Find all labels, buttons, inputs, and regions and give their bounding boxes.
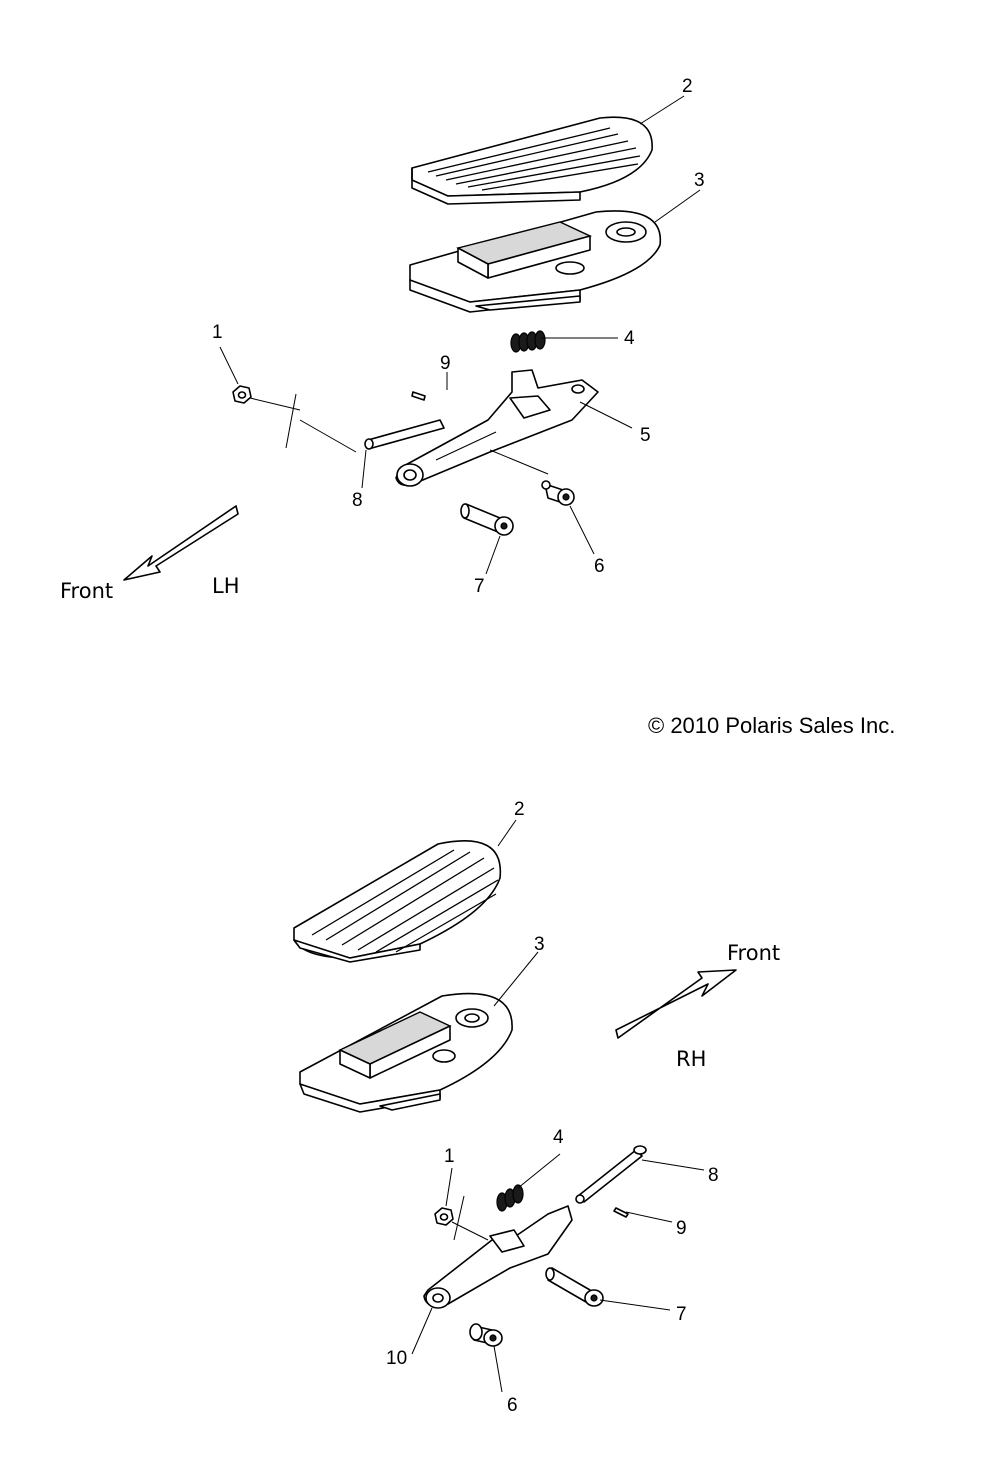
lh-front-label: Front xyxy=(60,579,113,603)
lh-callout-1: 1 xyxy=(212,322,223,343)
lh-pin xyxy=(364,419,445,450)
lh-callout-7: 7 xyxy=(474,576,485,597)
rh-callout-8: 8 xyxy=(708,1165,719,1186)
rh-callout-10: 10 xyxy=(386,1348,407,1369)
lh-front-arrow-icon xyxy=(123,505,239,581)
copyright-text: © 2010 Polaris Sales Inc. xyxy=(648,713,895,738)
lh-spring xyxy=(510,330,546,353)
rh-view: 1 2 3 4 6 7 8 9 10 Front RH xyxy=(293,799,780,1416)
rh-cotter-pin xyxy=(613,1207,629,1218)
lh-callout-8: 8 xyxy=(352,490,363,511)
lh-callout-6: 6 xyxy=(594,556,605,577)
rh-nut xyxy=(434,1207,454,1226)
rh-floorboard-base xyxy=(299,992,513,1113)
lh-view: 1 2 3 4 5 6 7 8 9 Front LH xyxy=(60,76,705,603)
rh-front-arrow-icon xyxy=(615,969,737,1039)
rh-callout-4: 4 xyxy=(553,1127,564,1148)
rh-bolt-6 xyxy=(469,1323,503,1347)
lh-callout-4: 4 xyxy=(624,328,635,349)
rh-front-label: Front xyxy=(727,941,780,965)
rh-pin xyxy=(575,1145,647,1204)
rh-side-label: RH xyxy=(676,1047,706,1071)
lh-floorboard-pad xyxy=(411,116,653,205)
lh-side-label: LH xyxy=(212,574,240,598)
lh-callout-5: 5 xyxy=(640,425,651,446)
lh-bolt-6 xyxy=(541,480,575,506)
lh-bracket-arm xyxy=(395,369,599,487)
lh-callout-9: 9 xyxy=(440,353,451,374)
rh-callout-3: 3 xyxy=(534,934,545,955)
rh-callout-1: 1 xyxy=(444,1146,455,1167)
lh-cotter-pin xyxy=(411,391,426,401)
lh-callout-3: 3 xyxy=(694,170,705,191)
lh-bolt-7 xyxy=(460,503,514,536)
rh-bracket-arm xyxy=(423,1205,573,1309)
rh-callout-2: 2 xyxy=(514,799,525,820)
rh-bolt-7 xyxy=(545,1267,604,1307)
rh-spring xyxy=(496,1184,524,1212)
rh-floorboard-pad xyxy=(293,840,502,963)
lh-nut xyxy=(232,385,252,404)
rh-callout-9: 9 xyxy=(676,1218,687,1239)
lh-floorboard-base xyxy=(409,210,662,313)
lh-callout-2: 2 xyxy=(682,76,693,97)
rh-callout-6: 6 xyxy=(507,1395,518,1416)
rh-callout-7: 7 xyxy=(676,1304,687,1325)
